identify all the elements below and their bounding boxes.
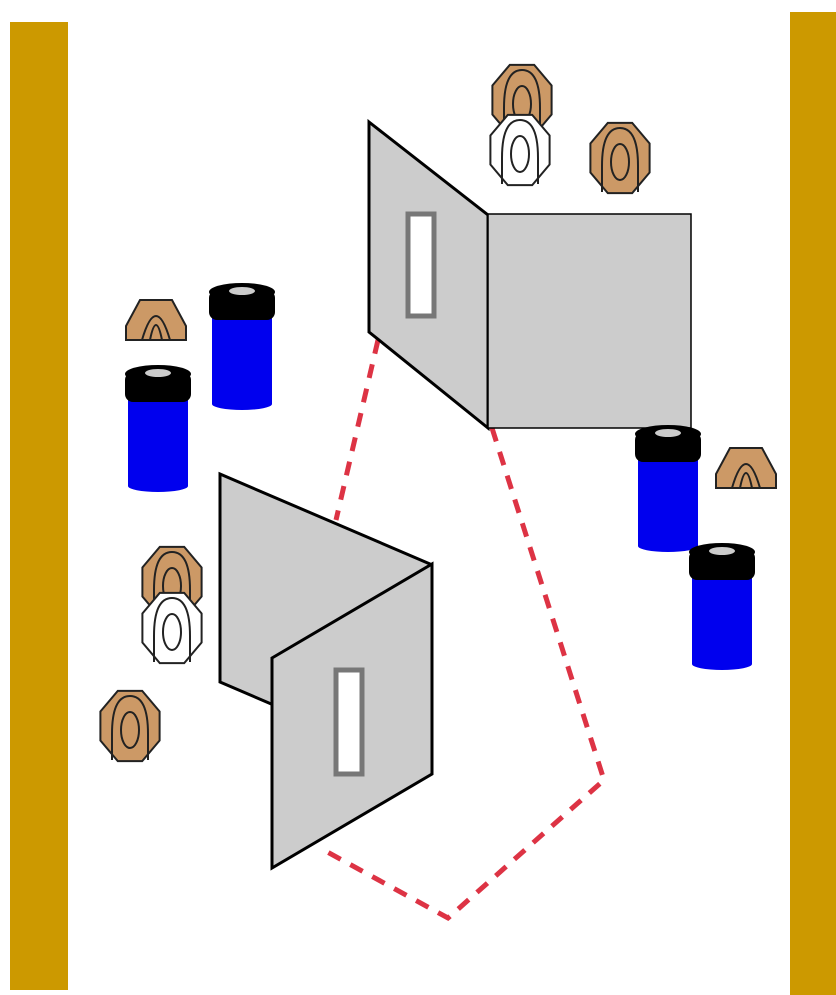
port-upper: [405, 211, 437, 319]
port-lower: [333, 667, 365, 777]
target-lower-left-front: octagon-target-icon: [99, 689, 161, 763]
target-top-right: octagon-target-icon: [589, 121, 651, 195]
barrel-left-upper: barrel-icon: [209, 283, 275, 410]
target-left-partial: octagon-target-icon: [125, 299, 187, 341]
wall-upper-right-panel: [487, 213, 692, 429]
shooter-path-dashed: [333, 339, 381, 521]
no-shoot-lower-left: no-shoot-target-icon: [141, 591, 203, 665]
target-right-partial: octagon-target-icon: [715, 447, 777, 489]
barrel-left-lower: barrel-icon: [125, 365, 191, 492]
side-berm-right: [790, 12, 836, 995]
no-shoot-top: no-shoot-target-icon: [489, 113, 551, 187]
barrel-right-lower: barrel-icon: [689, 543, 755, 670]
barrel-right-upper: barrel-icon: [635, 425, 701, 552]
shooter-path-dashed-right: [318, 427, 607, 922]
side-berm-left: [10, 22, 68, 990]
